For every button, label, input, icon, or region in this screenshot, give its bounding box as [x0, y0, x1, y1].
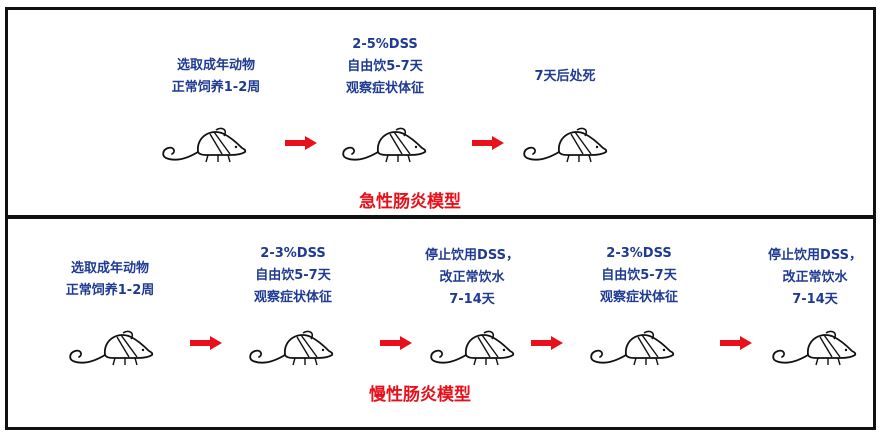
right-arrow-icon [720, 336, 752, 350]
mouse-icon [430, 330, 515, 366]
mouse-icon [772, 330, 857, 366]
chronic-step-1-label: 选取成年动物 正常饲养1-2周 [65, 261, 155, 298]
mouse-icon [249, 330, 334, 366]
acute-step-2-label: 2-5%DSS 自由饮5-7天 观察症状体征 [345, 37, 425, 96]
acute-step-3-label: 7天后处死 [534, 69, 596, 84]
chronic-model-panel [5, 216, 876, 430]
acute-model-title: 急性肠炎模型 [359, 192, 461, 212]
right-arrow-icon [380, 336, 412, 350]
acute-model-panel [5, 7, 876, 218]
right-arrow-icon [531, 336, 563, 350]
acute-step-1-label: 选取成年动物 正常饲养1-2周 [171, 58, 261, 95]
right-arrow-icon [472, 136, 504, 150]
mouse-icon [523, 127, 608, 163]
chronic-step-5-label: 停止饮用DSS， 改正常饮水 7-14天 [768, 248, 862, 307]
mouse-icon [342, 127, 427, 163]
right-arrow-icon [285, 136, 317, 150]
mouse-icon [590, 330, 675, 366]
mouse-icon [162, 127, 247, 163]
chronic-step-2-label: 2-3%DSS 自由饮5-7天 观察症状体征 [253, 246, 333, 305]
chronic-model-title: 慢性肠炎模型 [369, 385, 471, 405]
mouse-icon [69, 330, 154, 366]
right-arrow-icon [190, 336, 222, 350]
chronic-step-4-label: 2-3%DSS 自由饮5-7天 观察症状体征 [599, 246, 679, 305]
chronic-step-3-label: 停止饮用DSS， 改正常饮水 7-14天 [425, 248, 519, 307]
